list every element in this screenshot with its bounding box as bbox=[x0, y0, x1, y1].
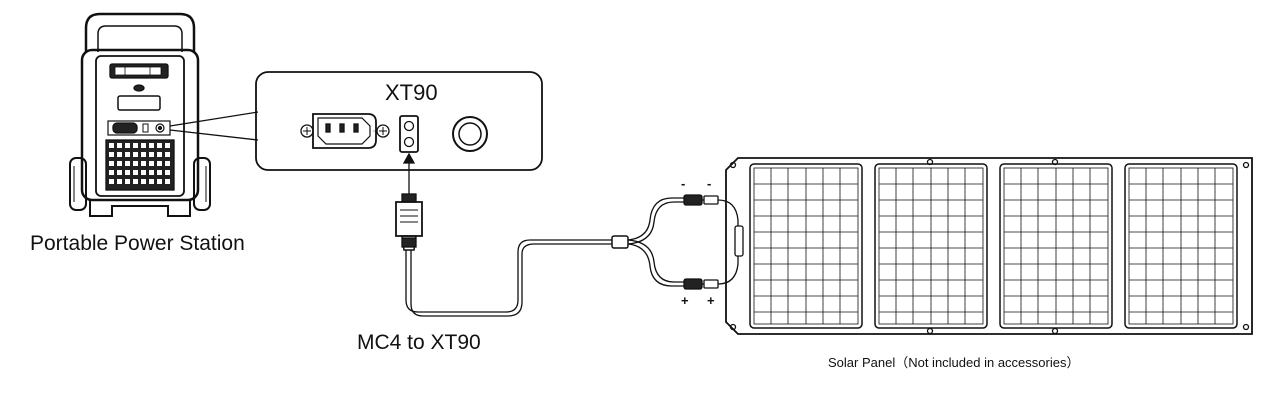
cable-label: MC4 to XT90 bbox=[357, 331, 481, 354]
insert-arrow-head bbox=[402, 152, 416, 164]
positive-polarity-mark: + bbox=[707, 293, 715, 308]
port-detail-box bbox=[255, 71, 543, 171]
mc4-to-xt90-cable bbox=[395, 193, 744, 317]
positive-polarity-mark: + bbox=[681, 293, 689, 308]
callout-line-bottom bbox=[169, 129, 259, 141]
solar-panel-label: Solar Panel（Not included in accessories） bbox=[828, 355, 1080, 370]
power-station-illustration bbox=[69, 12, 211, 217]
power-station-label: Portable Power Station bbox=[30, 232, 245, 255]
solar-panel-illustration bbox=[725, 157, 1253, 335]
xt90-port-label: XT90 bbox=[385, 80, 438, 105]
negative-polarity-mark: - bbox=[681, 176, 686, 191]
negative-polarity-mark: - bbox=[707, 176, 712, 191]
callout-line-top bbox=[169, 111, 259, 127]
